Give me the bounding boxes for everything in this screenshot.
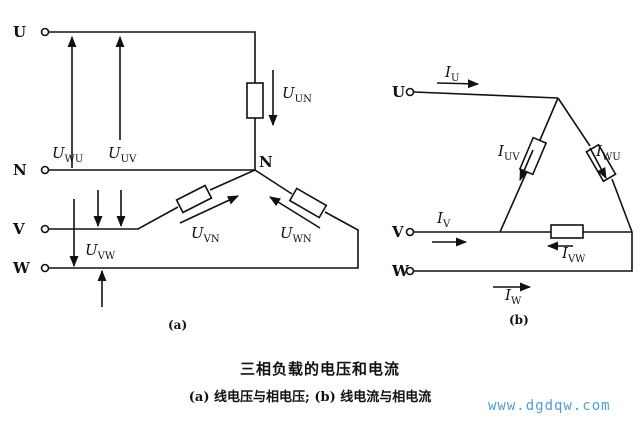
node-label-n: N [259,153,273,171]
arrow-uvn [179,195,240,224]
wire-wn-a [254,169,293,195]
delta-left-b [499,170,528,233]
label-iw: IW [504,286,522,307]
resistor-un [246,82,264,119]
arrow-iu [436,79,480,89]
terminal-label-u-a: U [13,23,26,41]
label-uwn: UWN [280,224,312,245]
figure-b [405,79,633,292]
caption-title: 三相负载的电压和电流 [239,360,400,378]
terminal-w-b [405,266,415,276]
delta-left-a [539,97,559,141]
label-iuv: IUV [497,142,520,163]
terminal-v-b [405,227,415,237]
figure-b-label: (b) [509,313,529,327]
terminal-label-w-b: W [391,262,410,280]
terminal-label-v-b: V [391,223,404,241]
terminal-label-v-a: V [12,220,25,238]
label-ivw: IVW [561,244,586,265]
arrow-uwn [269,196,321,229]
label-uvn: UVN [191,224,220,245]
figure-a [40,27,359,307]
terminal-u-b [405,87,415,97]
terminal-label-n-a: N [13,161,27,179]
terminal-label-w-a: W [12,259,31,277]
wire-w-a [49,211,359,269]
resistor-wn [288,187,328,219]
label-uvw: UVW [85,241,116,262]
arrow-iuv [519,149,534,182]
watermark: www.dgdqw.com [488,398,611,414]
label-uwu: UWU [52,144,83,165]
figure-a-label: (a) [168,318,187,332]
label-uun: UUN [282,84,312,105]
resistor-uv [518,136,548,176]
resistor-vw [550,224,584,239]
resistor-vn [175,184,213,214]
label-iwu: IWU [595,142,621,163]
arrow-iwu [589,147,607,179]
wire-vn-a [209,169,256,191]
label-uuv: UUV [108,144,137,165]
terminal-v-a [40,224,50,234]
terminal-u-a [40,27,50,37]
wire-u-b [413,91,559,99]
label-iu: IU [444,63,459,84]
wire-v-a [49,206,179,230]
terminal-label-u-b: U [392,83,405,101]
delta-right-a [557,97,591,147]
terminal-w-a [40,263,50,273]
delta-right-b [611,178,633,233]
caption-subtitle: (a) 线电压与相电压; (b) 线电流与相电流 [188,390,432,405]
wire-u-a [49,31,256,83]
terminal-n-a [40,165,50,175]
label-iv: IV [436,209,451,230]
wire-w-b [414,232,633,272]
